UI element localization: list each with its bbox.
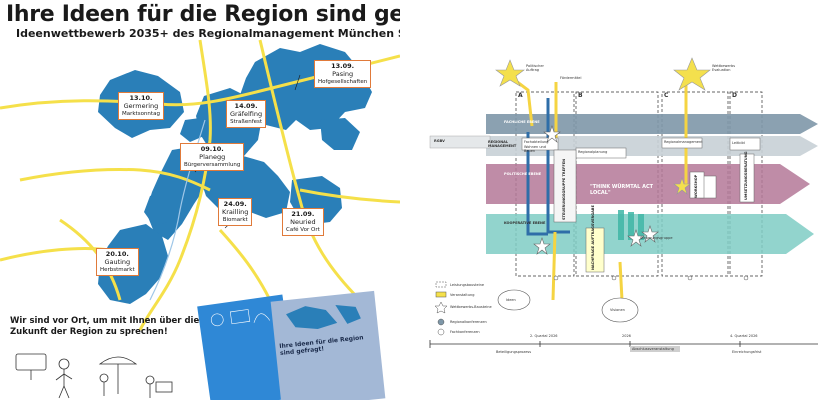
box-regionalplanung: Regionalplanung bbox=[578, 150, 608, 154]
timeline-tick-2: 2026 bbox=[622, 334, 631, 338]
box-steuerungsgruppe: Steuerungsgruppe bbox=[640, 236, 673, 240]
people-sketch-illustration bbox=[15, 353, 173, 399]
event-box-krailling: 24.09. Krailling Biomarkt bbox=[218, 198, 253, 226]
label-foerdermittel: Fördermittel bbox=[560, 76, 582, 80]
event-date: 09.10. bbox=[200, 145, 224, 153]
box-regionalmanagement: Regionalmanagement bbox=[664, 140, 703, 144]
poster-subtitle: Ideenwettbewerb 2035+ des Regionalmanage… bbox=[16, 27, 400, 40]
event-date: 13.09. bbox=[331, 62, 355, 70]
bottom-invitation-text: Wir sind vor Ort, um mit Ihnen über die … bbox=[10, 316, 200, 337]
phase-label-d: D bbox=[732, 92, 737, 99]
timeline-label-abschluss: Abschlussveranstaltung bbox=[632, 347, 674, 351]
event-place: Neuried bbox=[290, 218, 316, 226]
event-box-planegg: 09.10. Planegg Bürgerversammlung bbox=[180, 143, 245, 171]
vertical-workshop: WORKSHOP bbox=[694, 174, 698, 198]
vertical-nachfrage: NACHFRAGE AUFTRAGSVERGABE bbox=[591, 205, 595, 270]
box-leitbild: Leitbild bbox=[732, 141, 745, 145]
process-diagram bbox=[429, 57, 818, 352]
event-name: Café Vor Ort bbox=[286, 227, 320, 233]
event-name: Straßenfest bbox=[230, 119, 263, 125]
event-place: Gauting bbox=[104, 258, 131, 266]
event-box-gauting: 20.10. Gauting Herbstmarkt bbox=[96, 248, 139, 276]
event-box-graefelfing: 14.09. Gräfelfing Straßenfest bbox=[226, 100, 267, 128]
process-diagram-panel: A B C D FACHLICHE EBENE POLITISCHE EBENE… bbox=[400, 0, 820, 400]
poster-panel: Ihre Ideen für die Region sind gefragt! … bbox=[0, 0, 400, 400]
phase-label-c: C bbox=[664, 92, 669, 99]
legend-veranstaltung: Veranstaltung bbox=[450, 293, 475, 297]
vertical-umsetzungsberatung: UMSETZUNGSBERATUNG bbox=[744, 151, 748, 200]
phase-label-b: B bbox=[578, 92, 583, 99]
event-date: 21.09. bbox=[291, 210, 315, 218]
label-politischer-auftrag: Politischer Auftrag bbox=[526, 64, 544, 73]
event-date: 14.09. bbox=[234, 102, 258, 110]
legend-regionalkonferenzen: Regionalkonferenzen bbox=[450, 320, 487, 324]
event-name: Bürgerversammlung bbox=[184, 162, 241, 168]
timeline-tick-1: 2. Quartal 2026 bbox=[530, 334, 558, 338]
event-box-neuried: 21.09. Neuried Café Vor Ort bbox=[282, 208, 324, 236]
timeline-label-einreichung: Einreichungsfrist bbox=[732, 350, 762, 354]
flyer-back-title: Ihre Ideen für die Region sind gefragt! bbox=[279, 334, 364, 358]
rgbv-label: RGBV bbox=[434, 139, 445, 143]
row-label-fachliche: FACHLICHE EBENE bbox=[504, 120, 540, 124]
legend-fachkonferenzen: Fachkonferenzen bbox=[450, 330, 480, 334]
event-name: Marktsonntag bbox=[122, 111, 160, 117]
phase-label-a: A bbox=[518, 92, 523, 99]
event-name: Biomarkt bbox=[222, 217, 248, 223]
event-date: 24.09. bbox=[223, 200, 247, 208]
event-name: Hofgesellschaften bbox=[318, 79, 368, 85]
box-fachabteilung: Fachabteilung Wohnen und Bauen bbox=[524, 140, 549, 153]
legend-wettbewerbs-bausteine: Wettbewerbs-Bausteine bbox=[450, 305, 492, 309]
event-place: Planegg bbox=[199, 153, 226, 161]
label-ideen: Ideen bbox=[506, 298, 516, 302]
event-place: Krailling bbox=[222, 208, 249, 216]
box-think-wuermtal: "THINK WÜRMTAL ACT LOCAL" bbox=[590, 184, 654, 196]
event-box-pasing: 13.09. Pasing Hofgesellschaften bbox=[314, 60, 372, 88]
event-place: Germering bbox=[123, 102, 159, 110]
event-date: 13.10. bbox=[129, 94, 153, 102]
regional-management-label: REGIONAL MANAGEMENT bbox=[488, 140, 517, 149]
event-name: Herbstmarkt bbox=[100, 267, 135, 273]
row-label-kooperative: KOOPERATIVE EBENE bbox=[504, 221, 546, 225]
timeline-tick-3: 4. Quartal 2026 bbox=[730, 334, 758, 338]
poster-title: Ihre Ideen für die Region sind gefragt! bbox=[6, 2, 400, 27]
timeline-label-beteiligung: Beteiligungsprozess bbox=[496, 350, 532, 354]
legend-leistungsbausteine: Leistungsbausteine bbox=[450, 283, 484, 287]
event-date: 20.10. bbox=[105, 250, 129, 258]
flyer-back: Ihre Ideen für die Region sind gefragt! bbox=[270, 290, 386, 400]
event-box-germering: 13.10. Germering Marktsonntag bbox=[118, 92, 164, 120]
vertical-steuerungsgruppe-treffen: STEUERUNGSGRUPPE TREFFEN bbox=[562, 158, 566, 220]
event-place: Pasing bbox=[332, 70, 354, 78]
event-place: Gräfelfing bbox=[230, 110, 263, 118]
label-wettbewerbs-evaluation: Wettbewerbs Evaluation bbox=[712, 64, 736, 73]
flyer-front bbox=[197, 294, 297, 400]
row-label-politische: POLITISCHE EBENE bbox=[504, 172, 542, 176]
label-visionen: Visionen bbox=[610, 308, 625, 312]
